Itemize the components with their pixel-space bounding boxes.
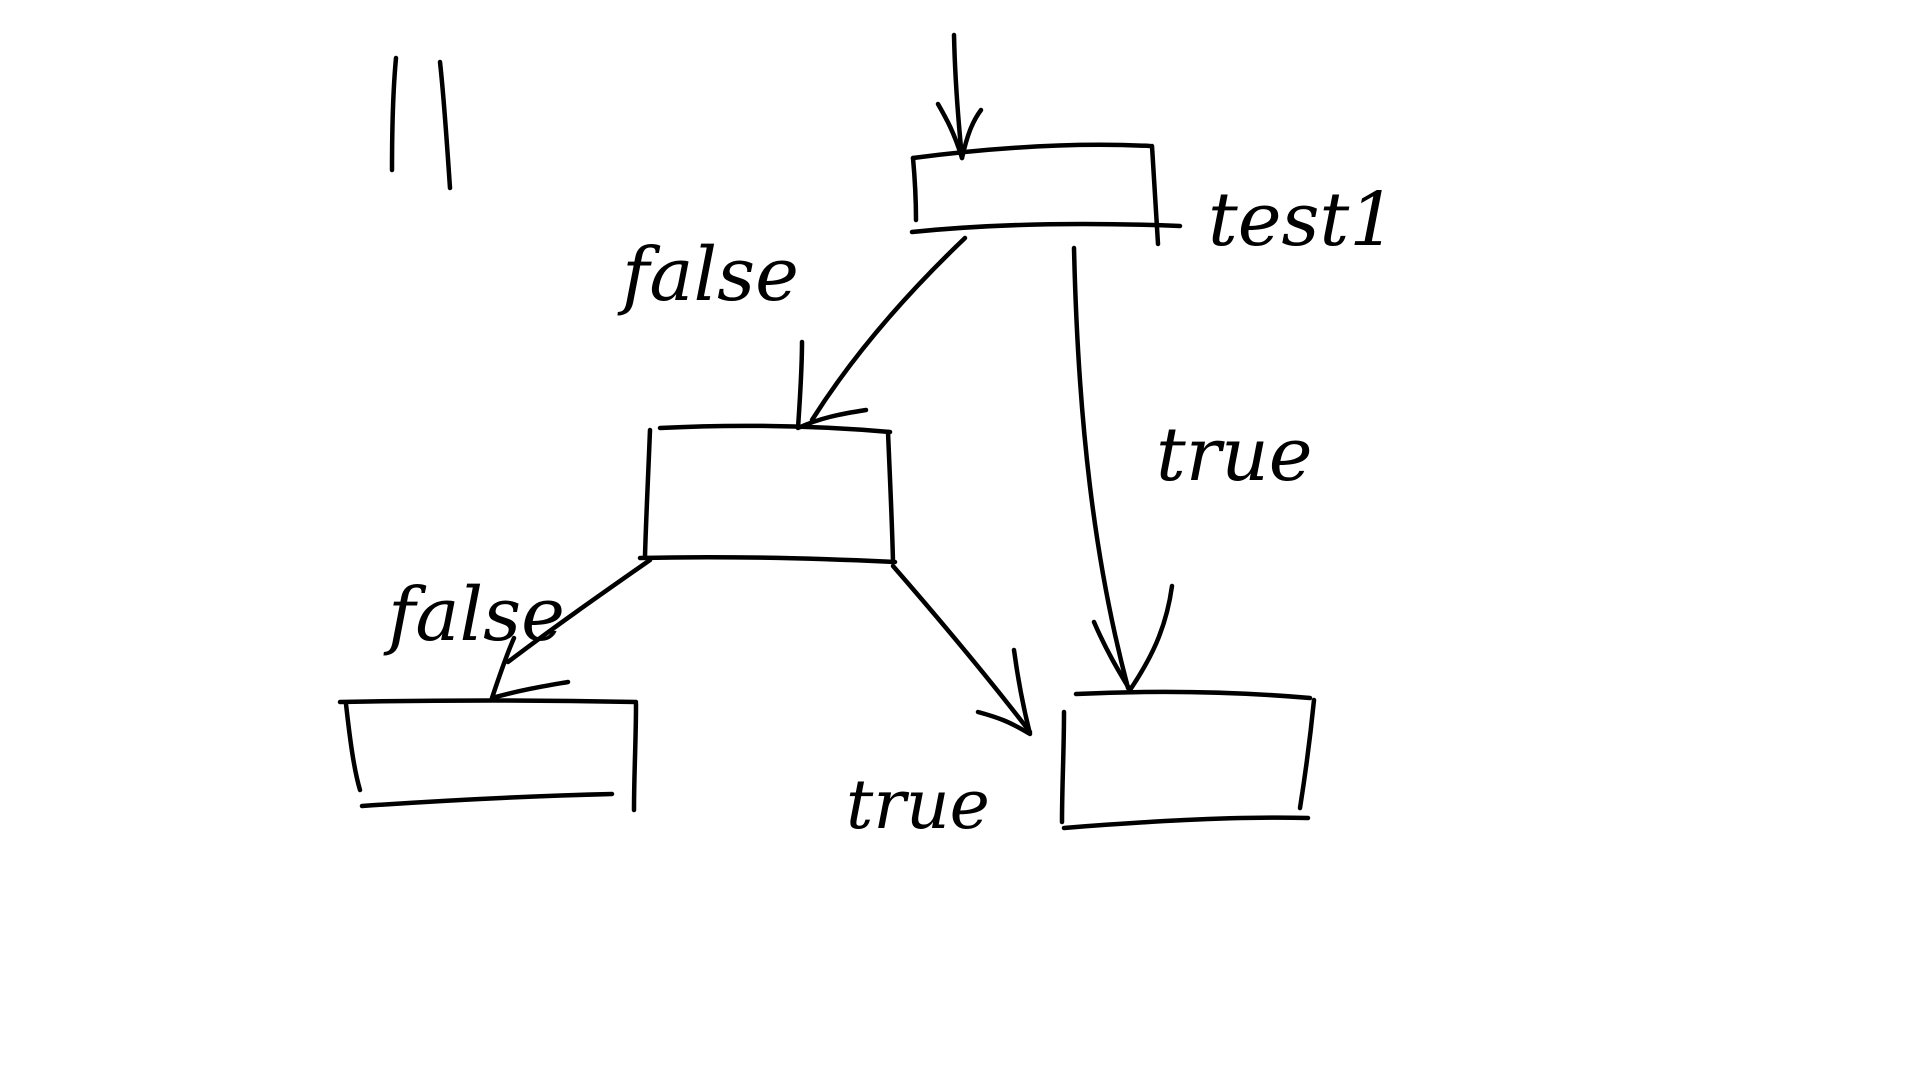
node-false-false-leaf <box>337 698 639 813</box>
node-true-leaf <box>1059 689 1317 831</box>
node-test1: test1 <box>909 142 1396 263</box>
node-false-branch <box>637 423 898 565</box>
edge-test1-false-label: false <box>617 232 799 318</box>
edge-test1-true-label: true <box>1156 412 1313 498</box>
edge-branch-false: false <box>383 557 653 701</box>
edge-test1-true: true <box>1071 245 1313 693</box>
edge-branch-true: true <box>846 563 1033 845</box>
edge-branch-false-label: false <box>383 572 565 658</box>
edge-branch-true-label: true <box>846 766 990 845</box>
node-test1-label: test1 <box>1208 177 1396 263</box>
entry-arrow <box>935 32 984 161</box>
corner-mark <box>389 55 453 191</box>
edge-test1-false: false <box>617 232 968 431</box>
